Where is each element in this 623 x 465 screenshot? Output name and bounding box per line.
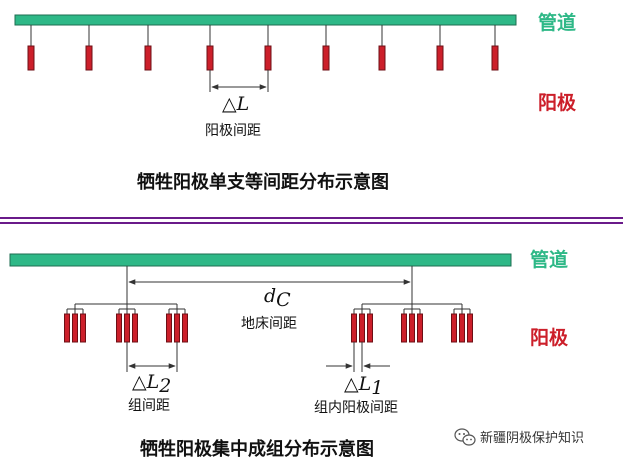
bottom-anode [409, 309, 415, 343]
top-pipe [14, 14, 517, 26]
bottom-anode [467, 309, 473, 343]
bottom-anode [182, 309, 188, 343]
top-anode [85, 25, 93, 71]
group-spacing-label: △L2 [132, 371, 171, 397]
dc-caption: 地床间距 [241, 316, 297, 332]
bottom-anode [351, 309, 357, 343]
top-anode [264, 25, 272, 71]
bottom-title: 牺牲阳极集中成组分布示意图 [140, 438, 374, 460]
bottom-pipe-label: 管道 [530, 248, 568, 271]
ground-bed [351, 266, 473, 343]
section-divider [0, 217, 623, 224]
bottom-anode [174, 309, 180, 343]
top-pipe-label: 管道 [538, 11, 576, 34]
bottom-anode [359, 309, 365, 343]
top-anodes [27, 25, 499, 71]
ground-bed [64, 266, 188, 343]
top-anode [491, 25, 499, 71]
top-anode [27, 25, 35, 71]
bottom-anode [451, 309, 457, 343]
bottom-anode [417, 309, 423, 343]
bottom-anode [367, 309, 373, 343]
bottom-pipe [9, 253, 512, 267]
anode-group [64, 304, 86, 343]
top-anode-label: 阳极 [538, 91, 577, 114]
top-anode [378, 25, 386, 71]
wechat-icon [454, 428, 476, 446]
watermark: 新疆阴极保护知识 [454, 428, 584, 446]
anode-group [166, 304, 188, 343]
bottom-anode [80, 309, 86, 343]
bottom-anode [401, 309, 407, 343]
dc-label: dC [264, 285, 291, 311]
anode-group [351, 304, 373, 343]
anode-group [401, 304, 423, 343]
top-anode [436, 25, 444, 71]
bottom-anode [64, 309, 70, 343]
bottom-anode [166, 309, 172, 343]
bottom-anode [459, 309, 465, 343]
anode-group [116, 304, 138, 343]
bottom-anode [116, 309, 122, 343]
top-section: 管道 阳极 △L 阳极间距 牺牲阳极单支等间距分布示意图 [14, 11, 577, 193]
group-spacing-caption: 组间距 [128, 398, 170, 414]
bottom-section: 管道 阳极 dC 地床间距 △L2 组间距 △L1 组内阳极间距 牺牲阳极集中成… [9, 248, 569, 460]
top-anode [322, 25, 330, 71]
top-spacing-label: △L [222, 93, 249, 115]
top-anode [144, 25, 152, 71]
inner-spacing-label: △L1 [344, 373, 383, 399]
top-spacing-caption: 阳极间距 [205, 123, 261, 139]
inner-spacing-caption: 组内阳极间距 [314, 400, 398, 416]
bottom-anode [132, 309, 138, 343]
top-title: 牺牲阳极单支等间距分布示意图 [137, 171, 389, 193]
bottom-anode-label: 阳极 [530, 326, 569, 349]
anode-group [451, 304, 473, 343]
bottom-anode [124, 309, 130, 343]
watermark-text: 新疆阴极保护知识 [480, 430, 584, 446]
top-anode [206, 25, 214, 71]
bottom-anode [72, 309, 78, 343]
bottom-anode-groups [64, 266, 473, 343]
